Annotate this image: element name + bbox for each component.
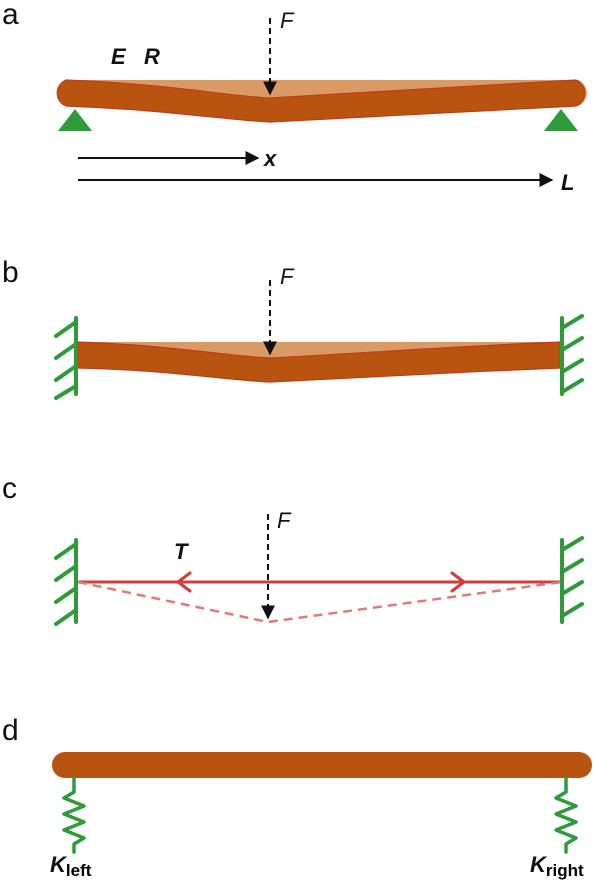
panel-d: d Kleft Kright: [2, 714, 592, 880]
beam-d: [52, 752, 592, 778]
length-label: L: [561, 170, 574, 195]
panel-label-b: b: [2, 256, 19, 289]
fixed-wall-right-c: [560, 536, 584, 624]
position-label: x: [263, 146, 277, 171]
spring-left: [62, 776, 86, 854]
panel-label-d: d: [2, 714, 19, 747]
pin-support-right: [544, 109, 578, 131]
tension-arrowhead-left: [176, 571, 192, 593]
fixed-wall-left-b: [54, 316, 78, 400]
force-label-b: F: [280, 264, 295, 289]
panel-a: a F E R x L: [2, 0, 587, 195]
tension-label: T: [174, 539, 189, 564]
spring-right: [554, 776, 578, 854]
force-label-a: F: [280, 8, 295, 33]
pin-support-left: [58, 109, 92, 131]
panel-c: c F T: [2, 472, 584, 626]
tension-arrowhead-right: [450, 571, 466, 593]
spring-right-label: Kright: [530, 852, 584, 880]
panel-label-c: c: [2, 472, 17, 505]
string-deflected: [77, 580, 563, 624]
deformed-beam-a: [56, 79, 586, 123]
panel-label-a: a: [2, 0, 19, 31]
radius-label: R: [144, 44, 160, 69]
panel-b: b F: [2, 256, 584, 400]
modulus-label: E: [111, 44, 127, 69]
fixed-wall-left-c: [54, 538, 78, 626]
fixed-wall-right-b: [560, 314, 584, 396]
force-label-c: F: [277, 508, 292, 533]
spring-left-label: Kleft: [50, 852, 92, 880]
